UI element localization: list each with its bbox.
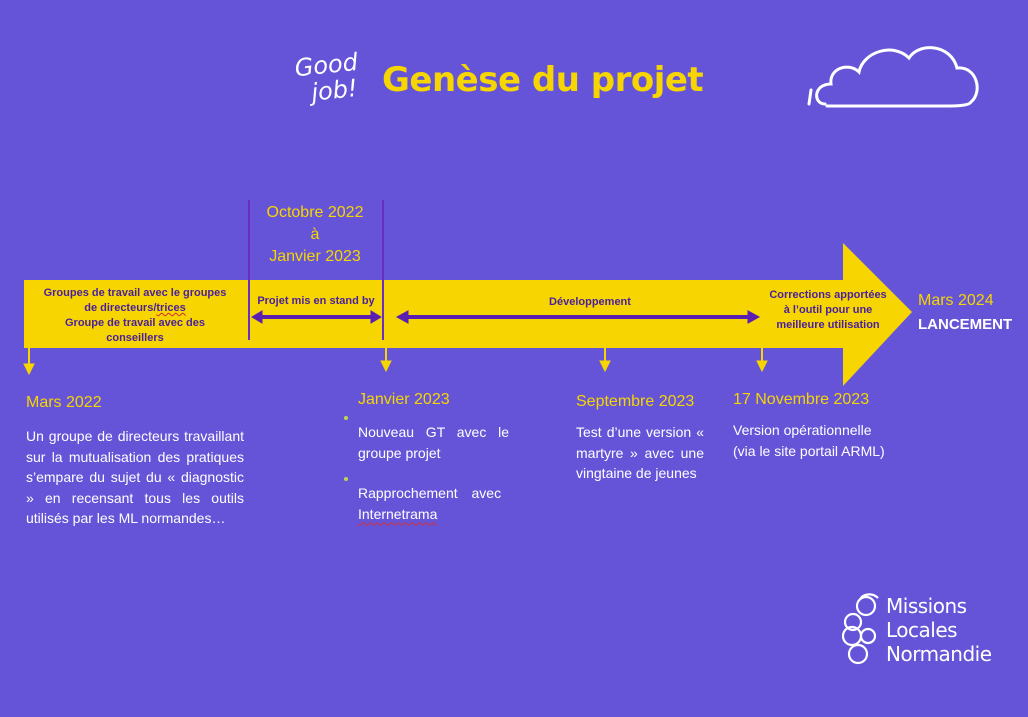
milestone-2-bullet-2: Rapprochement avec Internetrama	[358, 483, 518, 524]
launch-date: Mars 2024	[918, 292, 994, 309]
phase-development-label: Développement	[549, 296, 631, 308]
phase-corrections-line1: Corrections apportées	[769, 289, 887, 301]
period-line1: Octobre 2022	[266, 204, 364, 221]
milestone-4-line1: Version opérationnelle	[733, 422, 872, 438]
phase-groups-label: Groupes de travail avec le groupes de di…	[30, 286, 240, 346]
logo-text: Missions Locales Normandie	[886, 594, 992, 666]
milestone-4-line2: (via le site portail ARML)	[733, 442, 885, 459]
phase-groups-line1: Groupes de travail avec le groupes	[43, 287, 227, 299]
phase-corrections-line2: à l’outil pour une	[783, 304, 873, 316]
development-double-arrow	[395, 310, 761, 324]
milestone-arrow-2	[380, 340, 392, 373]
timeline-arrow	[24, 243, 912, 386]
cloud-icon	[807, 46, 979, 108]
milestone-arrow-4	[756, 340, 768, 373]
milestone-1-date: Mars 2022	[26, 394, 102, 411]
milestone-2-bullet-1: Nouveau GT avec le groupe projet	[358, 424, 509, 461]
phase-groups-line2b: trices	[156, 302, 186, 314]
phase-corrections-label: Corrections apportées à l’outil pour une…	[760, 288, 896, 333]
launch-label: LANCEMENT	[918, 316, 1013, 333]
phase-groups-line4: conseillers	[106, 332, 164, 344]
bullet-dot-1	[344, 416, 348, 420]
milestone-1-text: Un groupe de directeurs travaillant sur …	[26, 428, 244, 526]
bullet-dot-2	[344, 477, 348, 481]
missions-locales-logo-icon	[841, 593, 879, 665]
milestone-2-bullet-2b: Internetrama	[358, 505, 438, 522]
milestone-arrow-1	[23, 340, 35, 376]
milestone-3-text: Test d’une version « martyre » avec une …	[576, 424, 704, 481]
logo-line2: Locales	[886, 618, 958, 642]
standby-double-arrow	[251, 310, 382, 324]
page-title: Genèse du projet	[382, 60, 704, 100]
milestone-arrow-3	[599, 340, 611, 373]
period-line2: à	[310, 226, 320, 243]
milestone-4-text: Version opérationnelle (via le site port…	[733, 420, 933, 461]
milestone-3-date: Septembre 2023	[576, 393, 695, 410]
milestone-2-bullet-2a: Rapprochement avec	[358, 485, 502, 501]
standby-period: Octobre 2022 à Janvier 2023	[252, 202, 378, 268]
milestone-2-date: Janvier 2023	[358, 391, 450, 408]
phase-groups-line2: de directeurs/trices	[30, 301, 240, 316]
phase-corrections-line3: meilleure utilisation	[776, 319, 880, 331]
phase-groups-line2a: de directeurs/	[84, 302, 157, 314]
phase-groups-line3: Groupe de travail avec des	[64, 317, 205, 329]
logo-line3: Normandie	[886, 642, 992, 666]
milestone-4-date: 17 Novembre 2023	[733, 391, 870, 408]
logo-line1: Missions	[886, 594, 967, 618]
phase-standby-label: Projet mis en stand by	[257, 295, 375, 307]
period-line3: Janvier 2023	[269, 248, 361, 265]
